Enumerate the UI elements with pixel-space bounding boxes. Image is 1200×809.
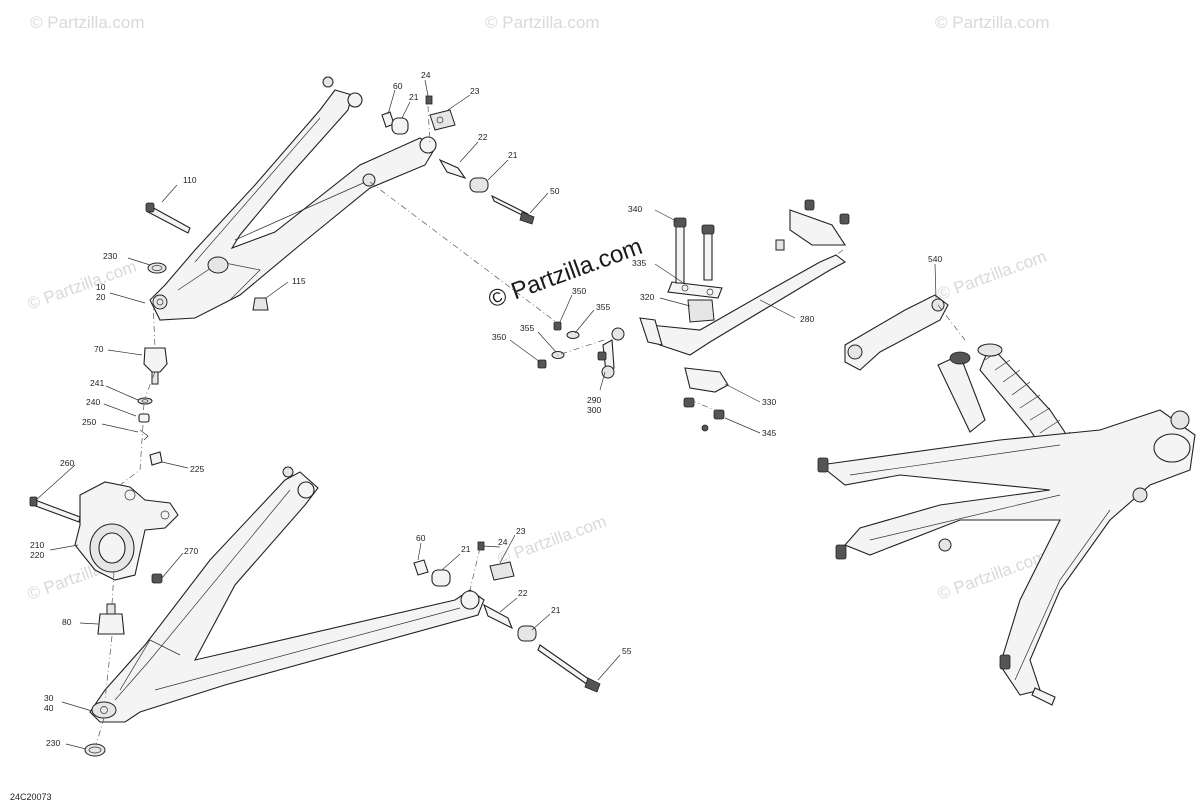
- callout-330: 330: [762, 397, 776, 407]
- callout-23: 23: [516, 526, 526, 536]
- upper-arm-fasteners: [145, 95, 535, 311]
- callout-540: 540: [928, 254, 942, 264]
- callout-20: 20: [96, 292, 106, 302]
- callout-70: 70: [94, 344, 104, 354]
- callout-50: 50: [550, 186, 560, 196]
- callout-24: 24: [498, 537, 508, 547]
- callout-22: 22: [478, 132, 488, 142]
- sway-bar-link-hardware: [537, 321, 625, 379]
- callout-24: 24: [421, 70, 431, 80]
- steering-knuckle: [29, 481, 179, 584]
- alignment-lines: [95, 105, 966, 746]
- callout-280: 280: [800, 314, 814, 324]
- callout-10: 10: [96, 282, 106, 292]
- leader-lines: [35, 79, 937, 750]
- callout-230: 230: [103, 251, 117, 261]
- watermark: © Partzilla.com: [30, 13, 145, 32]
- watermark: © Partzilla.com: [935, 13, 1050, 32]
- callout-60: 60: [393, 81, 403, 91]
- rear-shock-assembly: [817, 294, 1196, 706]
- callout-230: 230: [46, 738, 60, 748]
- callout-350: 350: [572, 286, 586, 296]
- callout-225: 225: [190, 464, 204, 474]
- callout-21: 21: [551, 605, 561, 615]
- callout-110: 110: [183, 175, 197, 185]
- callout-labels: 24 60 21 23 22 21 50 110 230 10 20 115 7…: [30, 70, 942, 748]
- callout-80: 80: [62, 617, 72, 627]
- upper-a-arm: [149, 76, 437, 321]
- callout-60: 60: [416, 533, 426, 543]
- callout-320: 320: [640, 292, 654, 302]
- callout-21: 21: [409, 92, 419, 102]
- callout-21: 21: [461, 544, 471, 554]
- callout-345: 345: [762, 428, 776, 438]
- callout-290: 290: [587, 395, 601, 405]
- callout-22: 22: [518, 588, 528, 598]
- callout-55: 55: [622, 646, 632, 656]
- callout-335: 335: [632, 258, 646, 268]
- callout-340: 340: [628, 204, 642, 214]
- watermark: © Partzilla.com: [935, 247, 1049, 304]
- lower-ball-joint: [97, 603, 125, 635]
- callout-350: 350: [492, 332, 506, 342]
- callout-115: 115: [292, 276, 306, 286]
- callout-210: 210: [30, 540, 44, 550]
- callout-240: 240: [86, 397, 100, 407]
- watermark: © Partzilla.com: [25, 257, 139, 314]
- watermark-main: © Partzilla.com: [485, 233, 646, 314]
- sway-bar: [639, 199, 850, 432]
- callout-241: 241: [90, 378, 104, 388]
- callout-300: 300: [587, 405, 601, 415]
- callout-270: 270: [184, 546, 198, 556]
- ball-joint-stack: [137, 347, 168, 466]
- callout-220: 220: [30, 550, 44, 560]
- callout-355: 355: [520, 323, 534, 333]
- callout-40: 40: [44, 703, 54, 713]
- callout-23: 23: [470, 86, 480, 96]
- lower-arm-fasteners: [413, 541, 601, 693]
- callout-260: 260: [60, 458, 74, 468]
- lower-a-arm: [84, 466, 485, 757]
- callout-21: 21: [508, 150, 518, 160]
- watermark: © Partzilla.com: [485, 13, 600, 32]
- callout-355: 355: [596, 302, 610, 312]
- diagram-code: 24C20073: [10, 792, 52, 802]
- callout-250: 250: [82, 417, 96, 427]
- callout-30: 30: [44, 693, 54, 703]
